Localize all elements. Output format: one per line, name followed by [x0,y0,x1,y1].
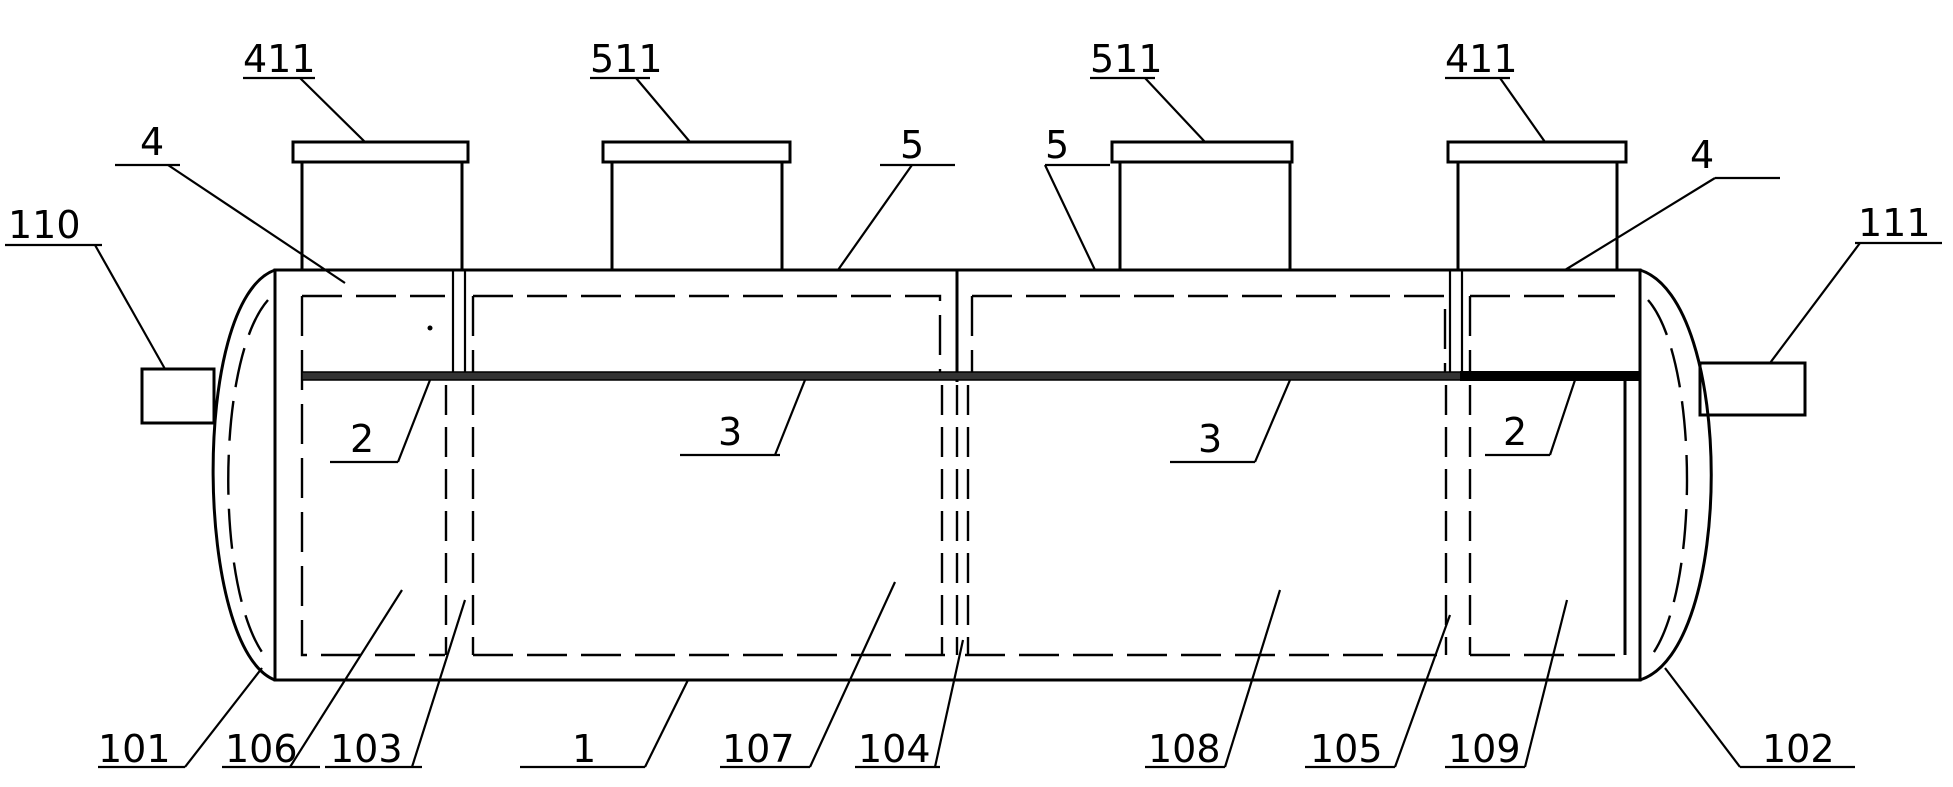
riser-411-right [1446,140,1628,270]
riser-pipes-inner [451,270,1464,380]
label-2-right: 2 [1503,410,1527,454]
outlet-pipe [1698,361,1807,417]
label-103: 103 [330,727,403,771]
label-110: 110 [8,203,81,247]
right-end-cap-inner [1647,299,1689,661]
label-101: 101 [98,727,171,771]
label-109: 109 [1448,727,1521,771]
left-end-cap-inner [227,299,269,661]
dot-mark [427,325,433,331]
label-111: 111 [1858,201,1931,245]
tank-body [273,268,1642,682]
label-1: 1 [572,727,596,771]
right-end-cap [1639,268,1713,682]
left-end-cap [211,268,276,682]
label-2-left: 2 [350,417,374,461]
label-5-left: 5 [900,123,924,167]
label-4-right: 4 [1690,133,1714,177]
label-104: 104 [858,727,931,771]
label-5-right: 5 [1045,123,1069,167]
label-3-left: 3 [718,410,742,454]
reference-labels: 411 511 511 411 4 4 5 5 110 111 2 2 3 3 … [8,37,1931,771]
label-511-right: 511 [1090,37,1163,81]
label-411-right: 411 [1445,37,1518,81]
riser-511-left [601,140,792,270]
label-4-left: 4 [140,120,164,164]
label-511-left: 511 [590,37,663,81]
leader-lines [5,76,1942,769]
inner-compartments [300,294,1615,657]
label-105: 105 [1310,727,1383,771]
inlet-pipe [140,367,216,425]
label-108: 108 [1148,727,1221,771]
label-411-left: 411 [243,37,316,81]
riser-411-left [291,140,470,270]
baffle-plate [301,371,1640,381]
label-106: 106 [225,727,298,771]
label-102: 102 [1762,727,1835,771]
partitions [444,380,1627,655]
riser-511-right [1110,140,1294,270]
label-107: 107 [722,727,795,771]
label-3-right: 3 [1198,417,1222,461]
